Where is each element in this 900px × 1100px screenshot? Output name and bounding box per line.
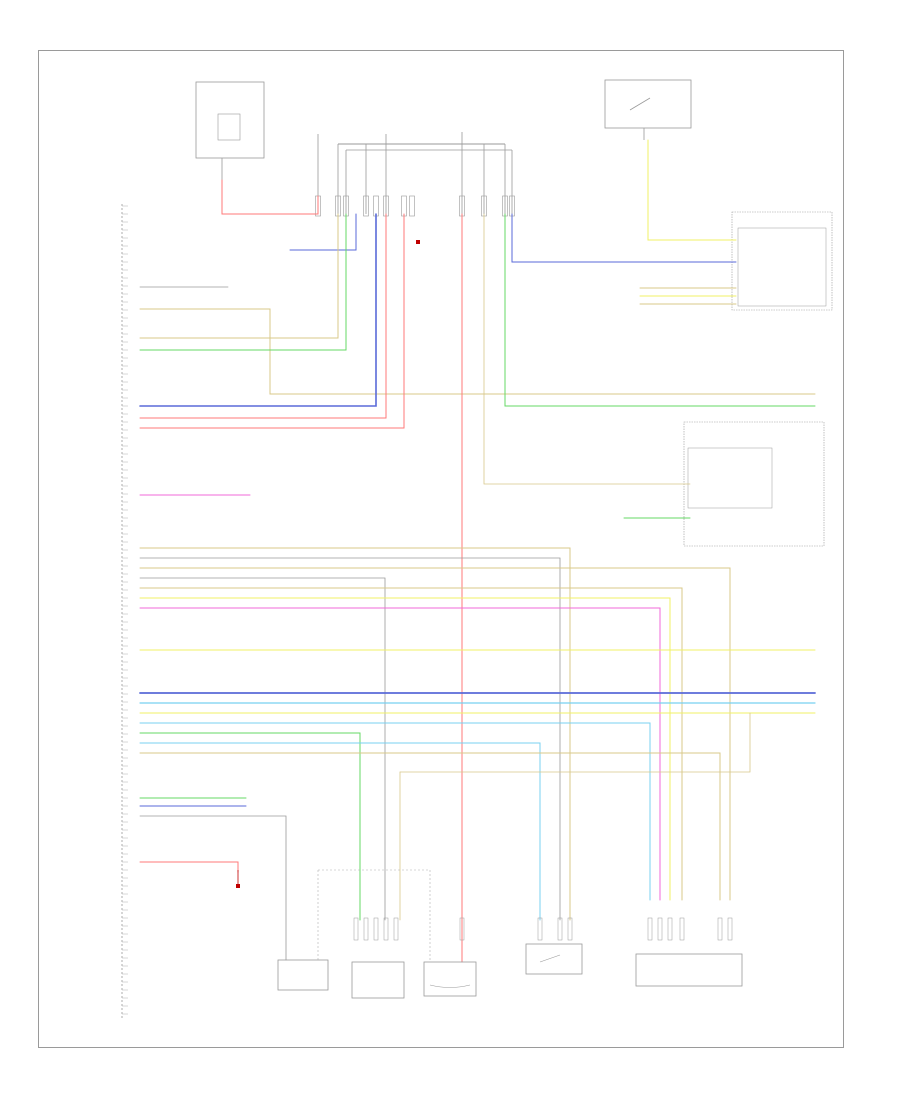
wire-yellow — [139, 597, 671, 901]
switch-box-right — [604, 79, 692, 140]
module-inner-right-mid — [687, 447, 773, 509]
diagram-frame — [38, 50, 844, 1048]
switch-box-outline — [604, 79, 692, 129]
wire-gray — [139, 815, 287, 961]
top-harness — [317, 132, 513, 214]
connector-stub — [557, 917, 563, 941]
wire-green — [139, 732, 361, 921]
connector-stub — [363, 195, 369, 217]
wire-red — [221, 179, 319, 215]
ground-1-mark — [236, 884, 240, 888]
connector-stub — [537, 917, 543, 941]
wire-lightblue — [139, 722, 651, 901]
connector-stub — [373, 917, 379, 941]
connector-stub — [647, 917, 653, 941]
wire-tan — [139, 587, 683, 901]
wire-red — [139, 213, 405, 429]
wire-pink — [139, 607, 661, 901]
wire-tan — [139, 567, 731, 901]
connector-stub — [363, 917, 369, 941]
wires — [139, 139, 816, 963]
wire-red — [139, 861, 239, 873]
ckp-sensor-box — [277, 959, 329, 991]
connector-stub — [373, 195, 379, 217]
bottom-components — [277, 869, 743, 999]
ecm-connector — [121, 204, 128, 1020]
starter-relay-box — [423, 961, 477, 997]
connector-stub — [383, 917, 389, 941]
accelerator-pedal-box — [635, 953, 743, 987]
connector-stub — [567, 917, 573, 941]
fuse-box-left — [195, 81, 265, 159]
wire-blue — [289, 213, 357, 251]
wire-green — [504, 213, 816, 407]
connector-stub — [409, 195, 415, 217]
connector-stub — [657, 917, 663, 941]
fuse-block-left — [195, 81, 265, 196]
wire-tan — [139, 547, 571, 921]
fuse-left — [217, 113, 241, 141]
wire-red — [139, 213, 387, 419]
module-inner-right-top — [737, 227, 827, 307]
connector-stub — [353, 917, 359, 941]
wire-tan — [139, 752, 721, 901]
ecm-pin-ticks — [122, 205, 128, 1015]
ground-symbol-1 — [236, 870, 240, 888]
module-box-right-mid — [683, 421, 825, 547]
connector-stub — [401, 195, 407, 217]
wire-tan — [139, 213, 339, 339]
module-box-right-top — [731, 211, 833, 311]
wire-blue — [511, 213, 737, 263]
ground-symbol-2 — [416, 240, 420, 244]
connector-stub — [717, 917, 723, 941]
starter-relay-coil — [429, 984, 471, 988]
wire-tan — [399, 712, 751, 773]
ground-2-mark — [416, 240, 420, 244]
connector-stub — [393, 917, 399, 941]
connector-stub — [679, 917, 685, 941]
wire-yellow — [647, 139, 737, 241]
wire-green — [139, 213, 347, 351]
wire-tan — [483, 213, 691, 485]
wire-gray — [139, 577, 386, 921]
wire-lightblue — [139, 742, 541, 921]
connector-stub — [667, 917, 673, 941]
wire-tan — [139, 308, 816, 395]
wire-gray — [139, 557, 561, 921]
fuel-pump-relay-box — [351, 961, 405, 999]
connector-stub — [727, 917, 733, 941]
brake-switch-box — [525, 943, 583, 975]
connector-stub — [459, 917, 465, 941]
brake-switch-contact — [539, 954, 561, 963]
wire-blue — [139, 213, 377, 407]
switch-contact — [629, 97, 651, 111]
top-connector-stubs — [315, 195, 515, 217]
